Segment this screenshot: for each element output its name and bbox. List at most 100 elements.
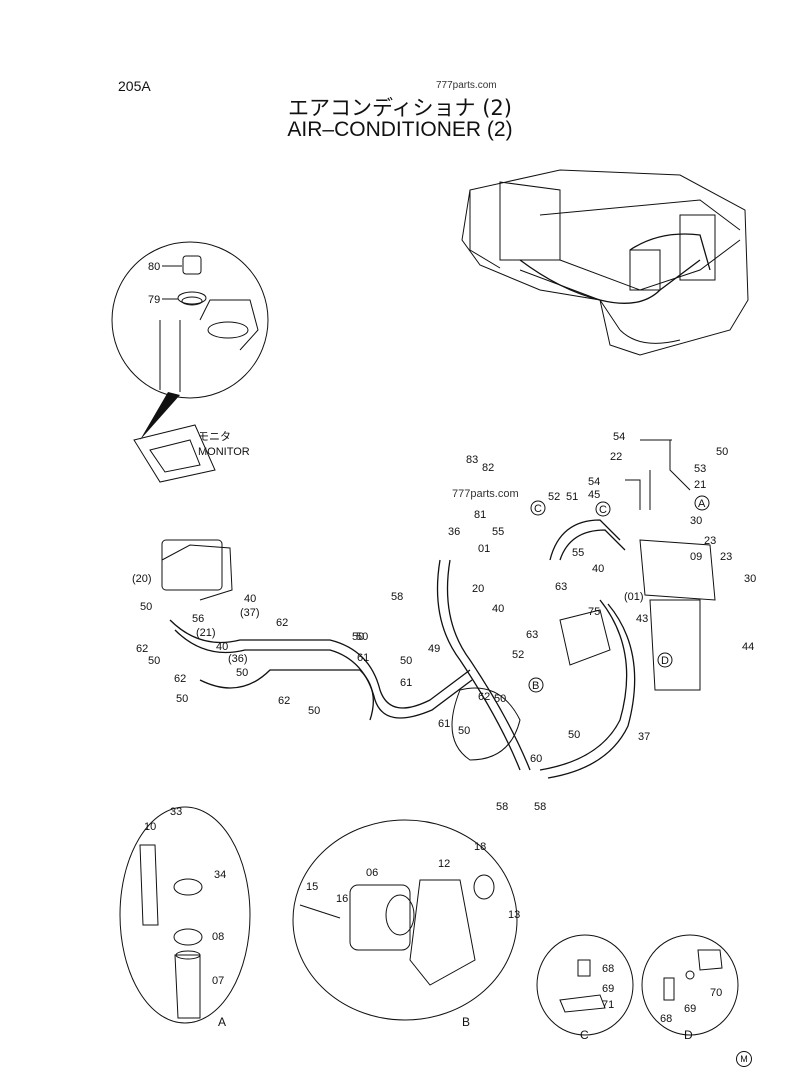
part-label: 21 (694, 479, 706, 491)
part-label: 50 (352, 631, 364, 643)
manufacturer-mark: M (736, 1051, 752, 1067)
page-code: 205A (118, 78, 151, 94)
part-label: 63 (526, 629, 538, 641)
part-label: 79 (148, 294, 160, 306)
part-label: 50 (400, 655, 412, 667)
callout-letter: B (532, 680, 539, 692)
part-label: (21) (196, 627, 216, 639)
part-label: 50 (236, 667, 248, 679)
part-label: 69 (684, 1003, 696, 1015)
part-label: 61 (357, 652, 369, 664)
part-label: 62 (276, 617, 288, 629)
part-label: 50 (494, 693, 506, 705)
part-label: 40 (244, 593, 256, 605)
part-label: 83 (466, 454, 478, 466)
title-japanese: エアコンディショナ (2) (288, 96, 512, 120)
part-label: 06 (366, 867, 378, 879)
title-english: AIR–CONDITIONER (2) (287, 118, 513, 141)
part-label: 54 (613, 431, 625, 443)
part-label: 50 (716, 446, 728, 458)
part-label: 51 (566, 491, 578, 503)
part-label: (36) (228, 653, 248, 665)
part-label: 13 (508, 909, 520, 921)
callout-c-2: C (595, 501, 611, 517)
part-label: 55 (572, 547, 584, 559)
part-label: 52 (512, 649, 524, 661)
part-label: 30 (744, 573, 756, 585)
part-label: 62 (278, 695, 290, 707)
detail-a-illustration (119, 806, 251, 1024)
part-label: 62 (174, 673, 186, 685)
part-label: 08 (212, 931, 224, 943)
part-label: 44 (742, 641, 754, 653)
part-label: 37 (638, 731, 650, 743)
part-label: 50 (458, 725, 470, 737)
part-label: 58 (496, 801, 508, 813)
part-label: 43 (636, 613, 648, 625)
part-label: 34 (214, 869, 226, 881)
part-label: 07 (212, 975, 224, 987)
part-label: 40 (492, 603, 504, 615)
part-label: 81 (474, 509, 486, 521)
part-label: 56 (192, 613, 204, 625)
callout-a: A (694, 495, 710, 511)
part-label: 54 (588, 476, 600, 488)
part-label: 50 (140, 601, 152, 613)
main-piping-illustration (161, 439, 716, 779)
part-label: 75 (588, 606, 600, 618)
part-label: 23 (704, 535, 716, 547)
part-label: 52 (548, 491, 560, 503)
part-label: 50 (148, 655, 160, 667)
part-label: (01) (624, 591, 644, 603)
callout-c-1: C (530, 500, 546, 516)
part-label: 68 (660, 1013, 672, 1025)
part-label: 53 (694, 463, 706, 475)
part-label: (37) (240, 607, 260, 619)
detail-label-d: D (684, 1028, 693, 1042)
part-label: 40 (216, 641, 228, 653)
part-label: 15 (306, 881, 318, 893)
part-label: 22 (610, 451, 622, 463)
part-label: (20) (132, 573, 152, 585)
part-label: 55 (492, 526, 504, 538)
part-label: 36 (448, 526, 460, 538)
part-label: 50 (308, 705, 320, 717)
part-label: 20 (472, 583, 484, 595)
watermark-middle: 777parts.com (452, 488, 519, 500)
detail-b-illustration (292, 819, 518, 1021)
part-label: 18 (474, 841, 486, 853)
part-label: 63 (555, 581, 567, 593)
part-label: 01 (478, 543, 490, 555)
part-label: 61 (438, 718, 450, 730)
callout-b: B (528, 677, 544, 693)
part-label: 33 (170, 806, 182, 818)
monitor-label-jp: モニタ (198, 430, 231, 443)
part-label: 58 (534, 801, 546, 813)
part-label: 60 (530, 753, 542, 765)
part-label: 45 (588, 489, 600, 501)
detail-label-b: B (462, 1015, 470, 1029)
monitor-illustration (133, 424, 216, 483)
part-label: 10 (144, 821, 156, 833)
part-label: 30 (690, 515, 702, 527)
callout-letter: A (698, 498, 706, 510)
part-label: 82 (482, 462, 494, 474)
callout-d: D (657, 652, 673, 668)
part-label: 23 (720, 551, 732, 563)
part-label: 80 (148, 261, 160, 273)
part-label: 09 (690, 551, 702, 563)
part-label: 61 (400, 677, 412, 689)
excavator-overview-illustration (461, 169, 749, 356)
part-label: 50 (176, 693, 188, 705)
part-label: 69 (602, 983, 614, 995)
detail-label-c: C (580, 1028, 589, 1042)
part-label: 16 (336, 893, 348, 905)
part-label: 50 (568, 729, 580, 741)
part-label: 71 (602, 999, 614, 1011)
detail-label-a: A (218, 1015, 226, 1029)
part-label: 58 (391, 591, 403, 603)
part-label: 70 (710, 987, 722, 999)
part-label: 68 (602, 963, 614, 975)
part-label: 62 (478, 691, 490, 703)
